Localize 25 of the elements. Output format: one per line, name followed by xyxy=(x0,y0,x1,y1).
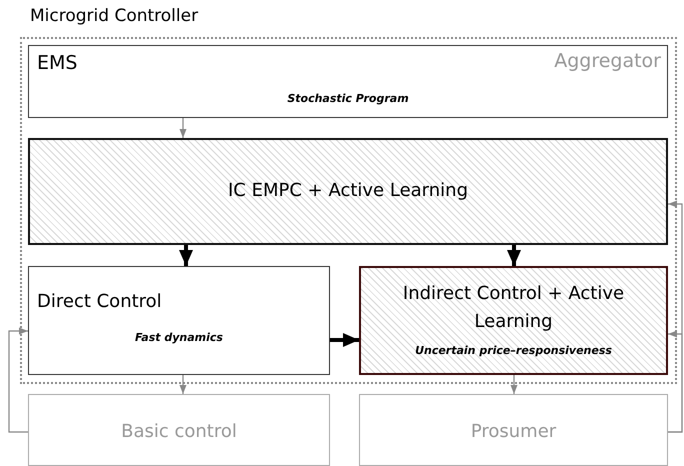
process-box xyxy=(359,394,668,466)
process-box xyxy=(28,266,330,375)
box-heading: Prosumer xyxy=(470,421,558,442)
process-box xyxy=(28,394,330,466)
role-label: Aggregator xyxy=(554,50,661,72)
arrow xyxy=(507,245,521,266)
arrow xyxy=(179,245,193,266)
box-subtitle: Stochastic Program xyxy=(286,92,410,105)
arrow xyxy=(330,333,359,347)
box-subtitle: Fast dynamics xyxy=(134,331,224,344)
box-heading: Direct Control xyxy=(37,291,162,312)
arrow xyxy=(180,375,186,394)
box-heading: Indirect Control + Active Learning xyxy=(402,282,626,334)
arrow xyxy=(668,330,683,433)
process-box xyxy=(28,45,668,118)
process-box xyxy=(28,138,668,245)
arrow xyxy=(8,328,28,433)
box-heading: EMS xyxy=(37,52,78,74)
process-box xyxy=(359,266,668,375)
group-label: Microgrid Controller xyxy=(30,6,198,26)
arrow xyxy=(510,375,518,394)
arrow xyxy=(180,118,186,138)
box-heading: IC EMPC + Active Learning xyxy=(227,180,469,201)
box-heading: Basic control xyxy=(120,421,238,442)
box-subtitle: Uncertain price–responsiveness xyxy=(414,344,613,357)
